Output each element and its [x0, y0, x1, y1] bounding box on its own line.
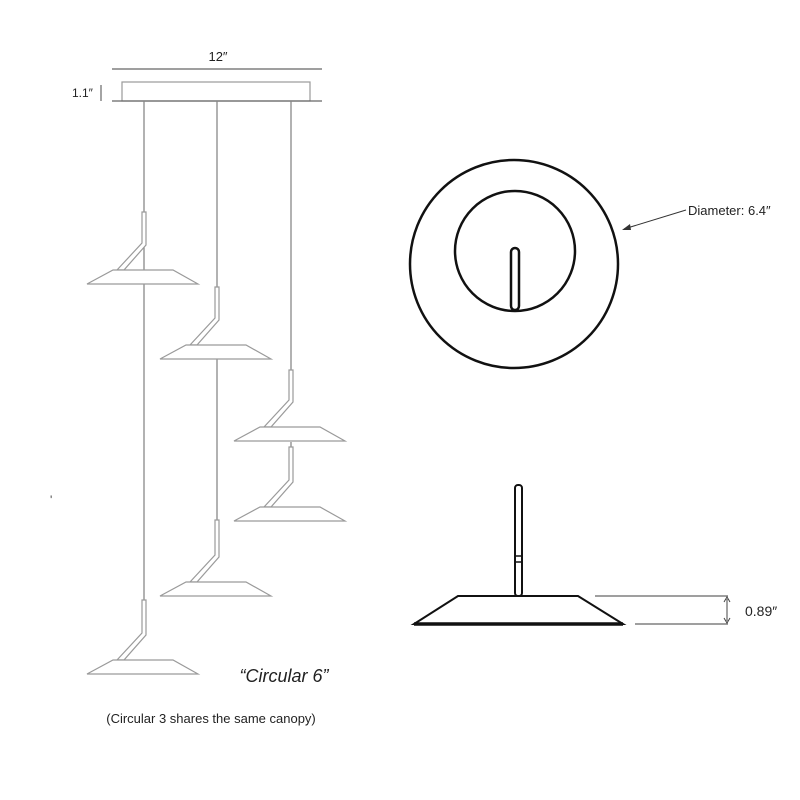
canopy-width-label: 12″ [208, 49, 227, 64]
pendant-shade-6 [86, 599, 201, 675]
diameter-label: Diameter: 6.4″ [688, 203, 771, 218]
shade-side-view [410, 595, 627, 625]
canopy [121, 81, 311, 102]
pendant-shade-5 [159, 519, 274, 597]
pendant-shade-3 [233, 369, 348, 442]
arrow-head-icon [622, 224, 631, 230]
diameter-arrow [623, 209, 687, 230]
pendant-shade-2 [159, 286, 274, 360]
shade-height-label: 0.89″ [745, 603, 777, 619]
pendant-shade-4 [233, 446, 348, 522]
model-caption: “Circular 6” [239, 666, 329, 686]
pendant-shade-1 [86, 211, 201, 285]
stem-side-view [514, 484, 523, 597]
canopy-note: (Circular 3 shares the same canopy) [106, 711, 316, 726]
stem-top-view [509, 246, 521, 312]
canopy-height-label: 1.1″ [72, 86, 94, 100]
stray-mark: ' [50, 493, 52, 507]
